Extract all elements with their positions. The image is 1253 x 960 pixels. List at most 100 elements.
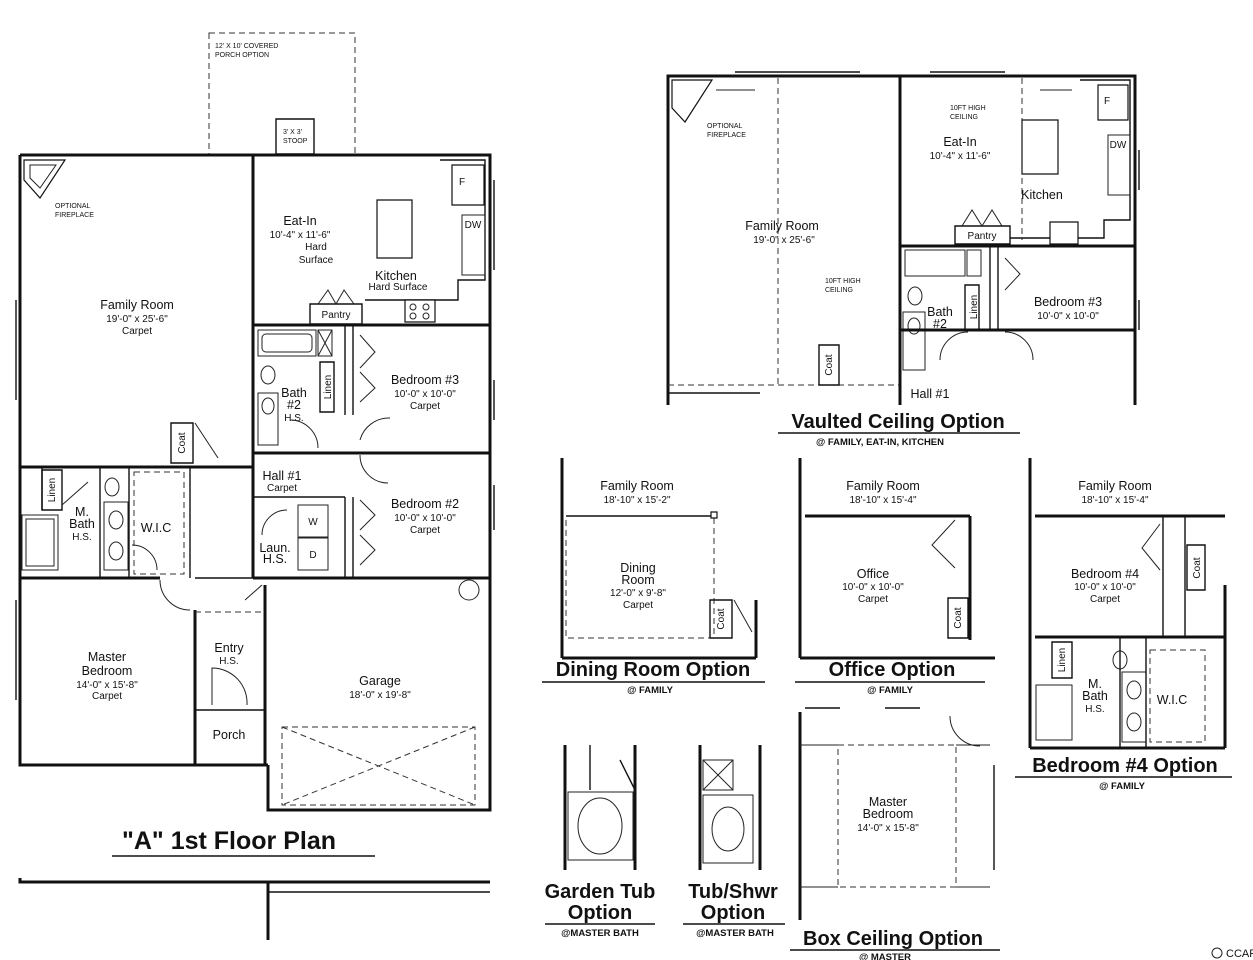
master-vanity bbox=[104, 502, 128, 570]
bed4-bath-floor: H.S. bbox=[1085, 704, 1104, 715]
master-bath-name-1: M. bbox=[75, 505, 89, 519]
box-master-name-2: Bedroom bbox=[863, 807, 914, 821]
front-door bbox=[212, 668, 247, 705]
bed4-bath-name-1: M. bbox=[1088, 677, 1102, 691]
box-master-name-1: Master bbox=[869, 795, 907, 809]
kitchen-island bbox=[377, 200, 412, 258]
master-linen-closet bbox=[42, 470, 62, 510]
vaulted-kitchen-label: Kitchen bbox=[1021, 188, 1063, 202]
vaulted-range-icon bbox=[1050, 222, 1078, 244]
bath2-name-1: Bath bbox=[281, 386, 307, 400]
covered-porch-label-2: PORCH OPTION bbox=[215, 52, 269, 59]
dining-family-name: Family Room bbox=[600, 479, 674, 493]
vaulted-dishwasher-label: DW bbox=[1110, 140, 1127, 151]
vaulted-fireplace-label-2: FIREPLACE bbox=[707, 132, 746, 139]
vaulted-coat-closet bbox=[819, 345, 839, 385]
vaulted-eat-in-size: 10'-4" x 11'-6" bbox=[930, 151, 991, 162]
entry-floor: H.S. bbox=[219, 656, 238, 667]
vaulted-fireplace-label-1: OPTIONAL bbox=[707, 123, 743, 130]
bed4-option-title: Bedroom #4 Option bbox=[1032, 755, 1218, 777]
bed4-family-size: 18'-10" x 15'-4" bbox=[1081, 495, 1149, 506]
garage-exterior-wall bbox=[268, 578, 490, 810]
wic-shelving bbox=[134, 472, 184, 574]
office-option: Coat Family Room 18'-10" x 15'-4" Office… bbox=[795, 458, 995, 696]
dining-coat-label: Coat bbox=[716, 608, 727, 629]
bed4-room-size: 10'-0" x 10'-0" bbox=[1074, 582, 1136, 593]
vaulted-pantry-label: Pantry bbox=[968, 231, 997, 242]
coat-closet bbox=[171, 423, 193, 463]
dryer-label: D bbox=[309, 550, 316, 561]
dining-room-name-2: Room bbox=[621, 573, 654, 587]
master-bedroom-name-2: Bedroom bbox=[82, 664, 133, 678]
bath2-tub-icon bbox=[258, 330, 316, 356]
master-bath-name-2: Bath bbox=[69, 517, 95, 531]
stoop-outline bbox=[276, 119, 314, 154]
tub-shower-option: Tub/Shwr Option @MASTER BATH bbox=[683, 745, 785, 939]
vaulted-family-size: 19'-0" x 25'-6" bbox=[753, 235, 815, 246]
box-ceiling-option: Master Bedroom 14'-0" x 15'-8" Box Ceili… bbox=[790, 708, 1000, 960]
bedroom3-floor: Carpet bbox=[410, 401, 440, 412]
office-room-floor: Carpet bbox=[858, 594, 888, 605]
bed3-closet-doors bbox=[360, 335, 375, 402]
range-icon bbox=[405, 300, 435, 322]
master-bedroom-name-1: Master bbox=[88, 650, 126, 664]
bed2-closet-doors bbox=[360, 500, 375, 565]
wic-label: W.I.C bbox=[141, 521, 172, 535]
kitchen-floor: Hard Surface bbox=[369, 282, 428, 293]
office-family-size: 18'-10" x 15'-4" bbox=[849, 495, 917, 506]
vaulted-ceiling-option: OPTIONAL FIREPLACE 10FT HIGH CEILING 10F… bbox=[668, 72, 1139, 448]
bath2-vanity bbox=[258, 393, 278, 445]
master-toilet-icon bbox=[104, 477, 120, 497]
master-linen-label: Linen bbox=[47, 478, 58, 502]
vaulted-bedroom3-size: 10'-0" x 10'-0" bbox=[1037, 311, 1099, 322]
tub-shower-icon bbox=[711, 806, 745, 852]
fireplace-label-1: OPTIONAL bbox=[55, 203, 91, 210]
pantry-label: Pantry bbox=[322, 310, 351, 321]
office-room-size: 10'-0" x 10'-0" bbox=[842, 582, 904, 593]
office-family-name: Family Room bbox=[846, 479, 920, 493]
garden-tub-title-1: Garden Tub bbox=[545, 881, 656, 903]
vaulted-coat-label: Coat bbox=[824, 354, 835, 375]
office-coat-label: Coat bbox=[953, 607, 964, 628]
vaulted-hall-label: Hall #1 bbox=[911, 387, 950, 401]
bedroom4-option: Coat Family Room 18'-10" x 15'-4" Bedroo… bbox=[1015, 458, 1232, 792]
tub-shower-title-1: Tub/Shwr bbox=[688, 881, 778, 903]
bath2-name-2: #2 bbox=[287, 398, 301, 412]
master-bath-floor: H.S. bbox=[72, 532, 91, 543]
bed4-option-subtitle: @ FAMILY bbox=[1099, 781, 1146, 792]
linen-closet bbox=[320, 362, 334, 412]
garden-tub-title-2: Option bbox=[568, 902, 632, 924]
washer-label: W bbox=[308, 517, 318, 528]
vaulted-ceiling-note1-line2: CEILING bbox=[950, 114, 978, 121]
laundry-name: Laun. bbox=[259, 541, 290, 555]
garage-name: Garage bbox=[359, 674, 401, 688]
bedroom2-floor: Carpet bbox=[410, 525, 440, 536]
bedroom3-size: 10'-0" x 10'-0" bbox=[394, 389, 456, 400]
dining-option-title: Dining Room Option bbox=[556, 659, 750, 681]
vaulted-ceiling-note2-line2: CEILING bbox=[825, 287, 853, 294]
stoop-label-1: 3' X 3' bbox=[283, 129, 302, 136]
bed4-linen-label: Linen bbox=[1057, 648, 1068, 672]
family-room-floor: Carpet bbox=[122, 326, 152, 337]
dining-room-floor: Carpet bbox=[623, 600, 653, 611]
bed4-wic-label: W.I.C bbox=[1157, 693, 1188, 707]
garage-door-outline bbox=[282, 727, 475, 805]
linen-label: Linen bbox=[323, 375, 334, 399]
garden-tub-subtitle: @MASTER BATH bbox=[561, 928, 639, 939]
dishwasher-icon bbox=[462, 215, 485, 275]
exterior-wall-top-right bbox=[20, 155, 490, 578]
bath2-toilet-icon bbox=[260, 365, 276, 385]
vaulted-fireplace-icon bbox=[672, 80, 712, 122]
garage-size: 18'-0" x 19'-8" bbox=[349, 690, 411, 701]
bed4-room-name: Bedroom #4 bbox=[1071, 567, 1139, 581]
eat-in-floor-2: Surface bbox=[299, 255, 334, 266]
porch-label: Porch bbox=[213, 728, 246, 742]
copyright-icon bbox=[1212, 948, 1222, 958]
hall-name: Hall #1 bbox=[263, 469, 302, 483]
eat-in-name: Eat-In bbox=[283, 214, 316, 228]
kitchen-counter bbox=[365, 160, 485, 300]
fridge-icon bbox=[452, 165, 484, 205]
bed4-coat-label: Coat bbox=[1192, 557, 1203, 578]
main-floor-plan: 12' X 10' COVERED PORCH OPTION 3' X 3' S… bbox=[16, 33, 494, 940]
